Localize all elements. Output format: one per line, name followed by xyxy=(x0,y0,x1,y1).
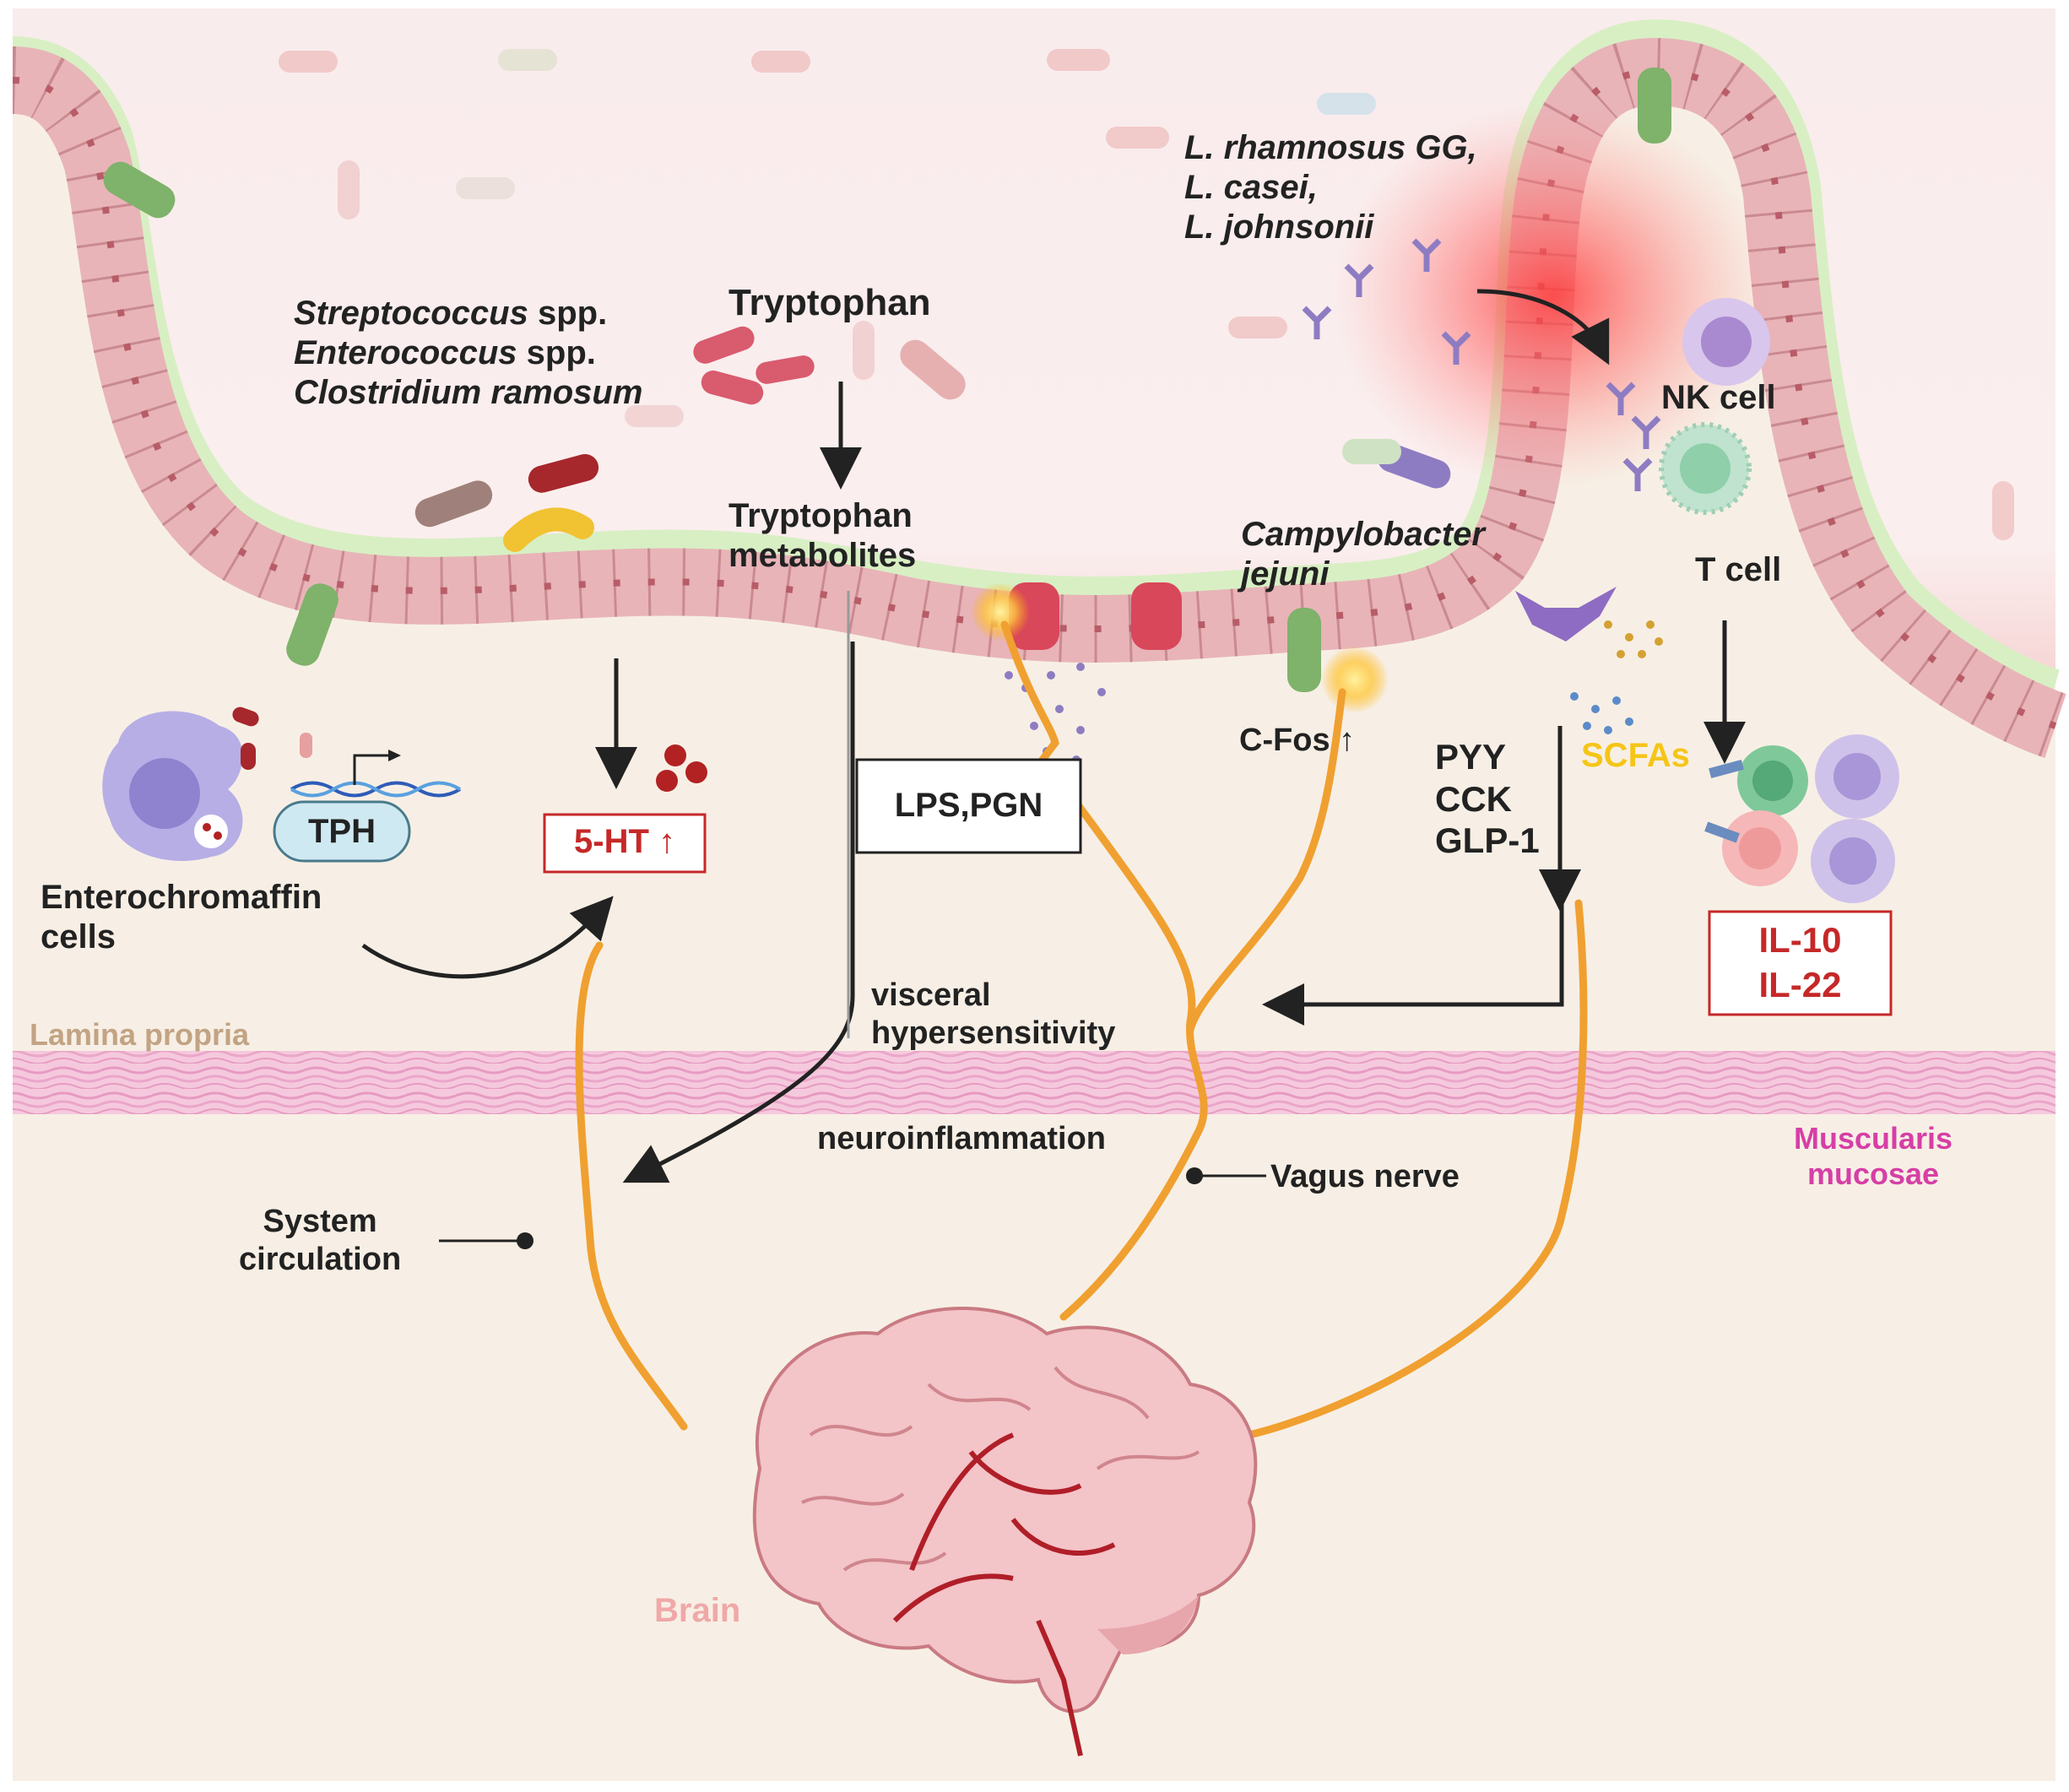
tph-bubble xyxy=(273,800,411,863)
t-cell-upper xyxy=(1659,422,1752,515)
system-circulation-label: System circulation xyxy=(239,1204,402,1277)
gut-lumen xyxy=(13,8,2055,684)
ec-bacteria xyxy=(232,707,312,770)
interleukin-labels: IL-10 IL-22 xyxy=(1758,920,1842,1004)
spark-2 xyxy=(1321,646,1389,713)
lumen-bacteria-background xyxy=(279,49,2014,540)
scfas-label: SCFAs xyxy=(1581,737,1690,774)
campylobacter-label: Campylobacter jejuni xyxy=(1241,516,1485,593)
muscularis-label: Muscularis mucosae xyxy=(1794,1121,1953,1192)
enterochromaffin-label: Enterochromaffin cells xyxy=(41,879,322,956)
vagus-nerve-label: Vagus nerve xyxy=(1270,1159,1460,1194)
serotonin-box xyxy=(543,813,707,874)
enterochromaffin-cell xyxy=(102,711,243,861)
nk-cell-label: NK cell xyxy=(1661,379,1776,416)
spark-1 xyxy=(971,582,1030,642)
t-cells-lower xyxy=(1704,734,1899,903)
dna-strand-2 xyxy=(290,781,462,798)
epithelium xyxy=(11,37,2067,758)
muscularis-band xyxy=(13,1051,2055,1114)
enteroendocrine-cell xyxy=(1515,587,1617,642)
neuroinflammation-label: neuroinflammation xyxy=(817,1121,1107,1156)
serotonin-label: 5-HT ↑ xyxy=(574,823,675,860)
t-cell-label: T cell xyxy=(1695,551,1782,588)
circulation-pointer-dot xyxy=(517,1232,533,1249)
hormone-dots xyxy=(1570,692,1633,734)
inflammation-glow xyxy=(1334,101,1773,490)
probiotic-list: L. rhamnosus GG, L. casei, L. johnsonii xyxy=(1184,129,1477,246)
nk-cell xyxy=(1682,298,1770,386)
tryptophan-metabolites-label: Tryptophan metabolites xyxy=(728,497,917,575)
nerve-fibers xyxy=(575,620,1588,1439)
serotonin-granules xyxy=(656,744,707,792)
bacteria-foreground xyxy=(414,326,1451,552)
vagus-pointer-dot xyxy=(1186,1167,1203,1184)
interleukin-box xyxy=(1708,910,1893,1016)
scfa-dots xyxy=(1604,620,1663,658)
lamina-propria-label: Lamina propria xyxy=(30,1017,250,1052)
transcription-arrow xyxy=(353,754,393,785)
lps-pgn-box xyxy=(855,758,1082,854)
brain xyxy=(752,1307,1258,1757)
visceral-hypersensitivity-label: visceral hypersensitivity xyxy=(871,977,1116,1051)
pathway-arrows xyxy=(361,289,1746,1183)
cfos-label: C-Fos ↑ xyxy=(1239,723,1356,758)
transcription-arrowhead xyxy=(388,750,401,761)
bacteria-row-1: Streptococcus spp. xyxy=(294,295,608,332)
bacteria-row-2: Enterococcus spp. xyxy=(294,334,596,372)
brain-label: Brain xyxy=(654,1592,741,1629)
bacteria-row-3: Clostridium ramosum xyxy=(294,374,643,412)
tryptophan-label: Tryptophan xyxy=(728,282,931,323)
tph-label: TPH xyxy=(308,813,376,850)
lps-pgn-label: LPS,PGN xyxy=(894,787,1043,824)
hormone-list: PYY CCK GLP-1 xyxy=(1435,737,1540,861)
antibodies xyxy=(1302,238,1661,491)
goblet-cells xyxy=(103,68,1671,692)
bacteria-group-1: Streptococcus spp. Enterococcus spp. Clo… xyxy=(294,294,642,414)
